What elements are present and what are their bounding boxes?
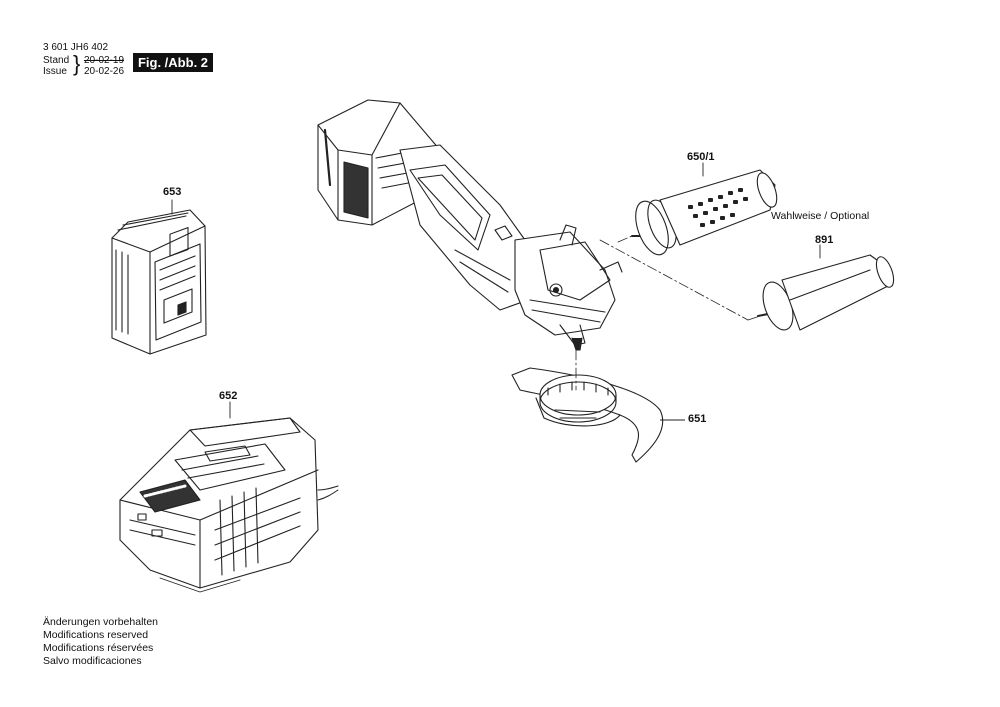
doc-number: 3 601 JH6 402	[43, 42, 109, 53]
footer-line-es: Salvo modificaciones	[43, 655, 142, 667]
battery-pack-drawing	[111, 209, 207, 355]
angle-grinder-drawing	[317, 99, 623, 351]
stand-label: Stand	[43, 55, 70, 66]
part-label-653: 653	[163, 186, 182, 198]
part-label-651: 651	[688, 413, 707, 425]
optional-handle-drawing	[757, 254, 895, 331]
footer-line-en: Modifications reserved	[43, 629, 149, 641]
charger-drawing	[119, 417, 339, 593]
wheel-guard-drawing	[511, 367, 664, 463]
side-handle-drawing	[631, 169, 778, 256]
part-label-652: 652	[219, 390, 238, 402]
footer-line-de: Änderungen vorbehalten	[43, 616, 159, 628]
figure-badge: Fig. /Abb. 2	[133, 53, 213, 72]
issue-label: Issue	[43, 66, 67, 77]
part-label-891: 891	[815, 234, 834, 246]
issue-date: 20-02-26	[84, 66, 125, 77]
optional-note: Wahlweise / Optional	[771, 210, 870, 222]
part-label-650-1: 650/1	[687, 151, 715, 163]
brace-icon: }	[73, 51, 81, 76]
footer-line-fr: Modifications réservées	[43, 642, 154, 654]
stand-date: 20-02-19	[84, 55, 125, 66]
